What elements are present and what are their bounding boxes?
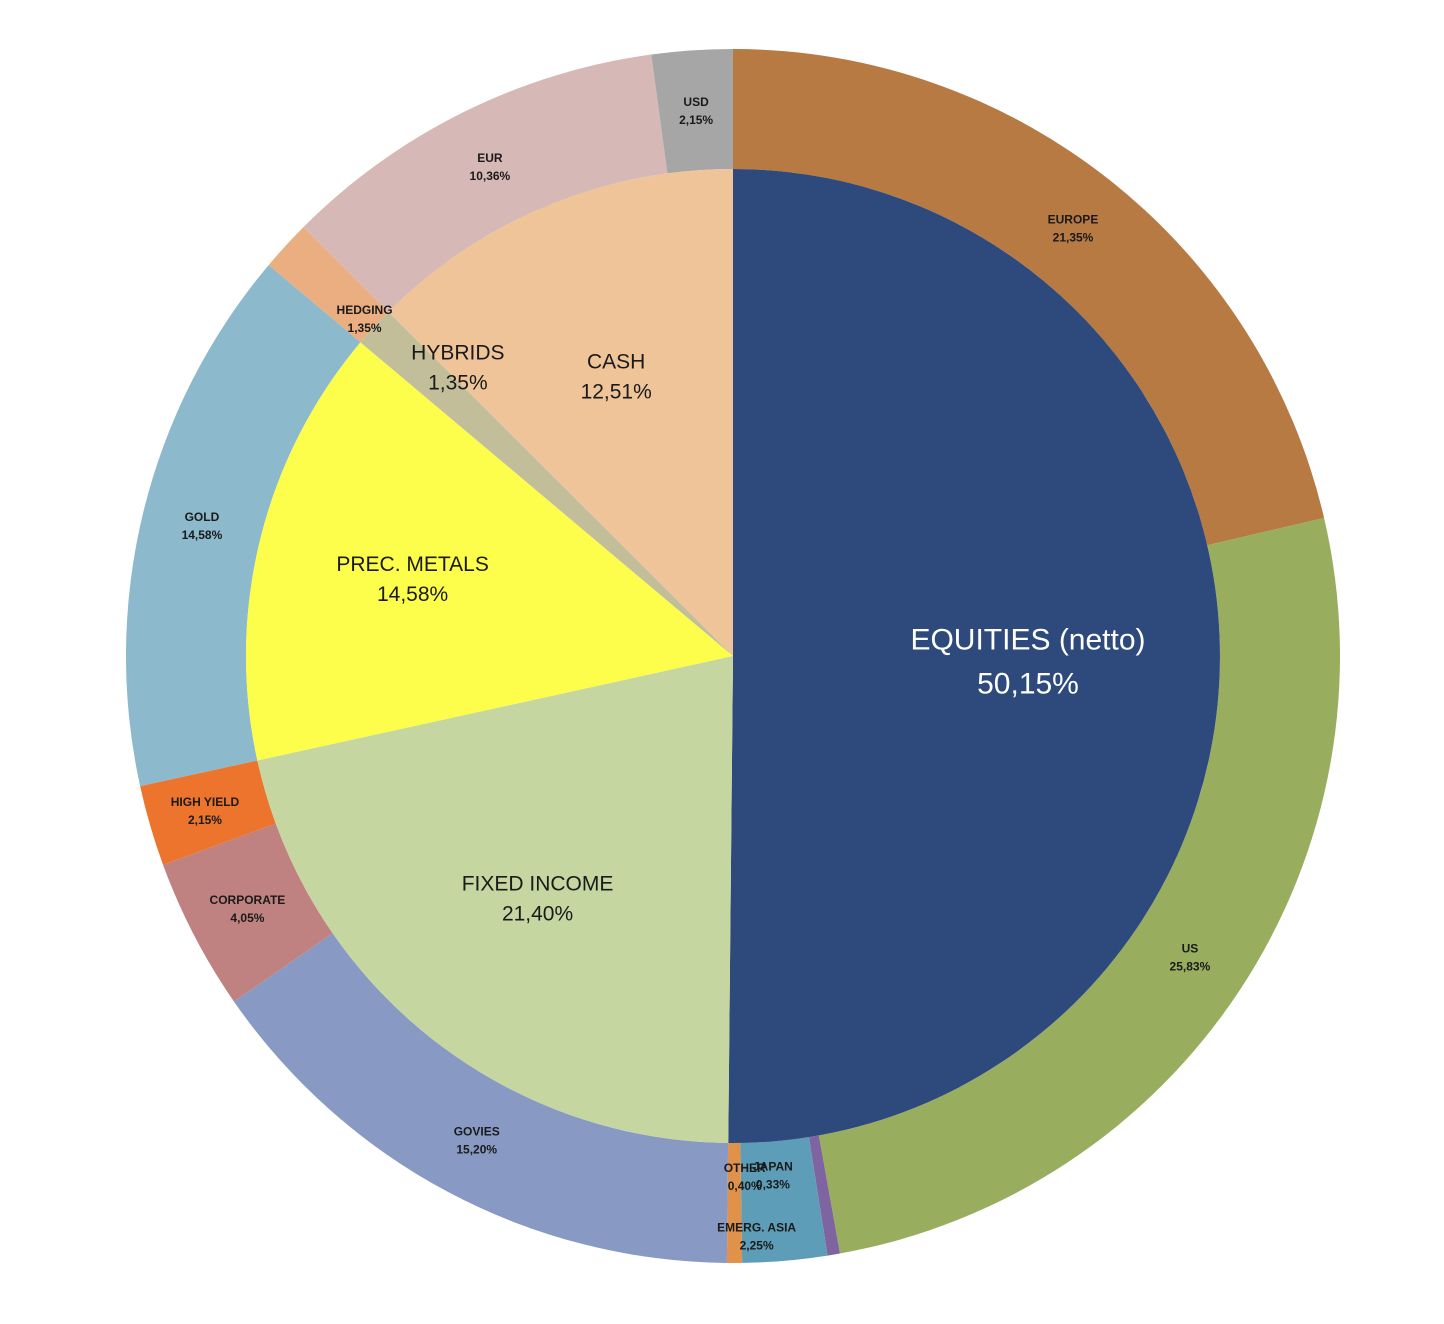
inner-label-prec-metals: PREC. METALS bbox=[336, 553, 488, 576]
outer-slice-hedging bbox=[268, 227, 389, 343]
outer-slice-usd bbox=[651, 49, 733, 174]
outer-label-high-yield: HIGH YIELD bbox=[171, 795, 240, 809]
inner-value-cash: 12,51% bbox=[581, 380, 652, 403]
inner-label-equities-netto: EQUITIES (netto) bbox=[910, 623, 1145, 656]
outer-slice-us bbox=[818, 518, 1340, 1254]
outer-value-gold: 14,58% bbox=[182, 528, 223, 542]
outer-label-emerg-asia: EMERG. ASIA bbox=[717, 1221, 796, 1235]
outer-value-us: 25,83% bbox=[1170, 960, 1211, 974]
inner-value-equities-netto: 50,15% bbox=[977, 667, 1079, 700]
outer-label-eur: EUR bbox=[477, 151, 503, 165]
inner-label-hybrids: HYBRIDS bbox=[411, 342, 504, 365]
outer-value-other: 0,40% bbox=[728, 1179, 762, 1193]
inner-slice-equities-netto bbox=[728, 169, 1220, 1143]
outer-label-other: OTHER bbox=[724, 1161, 766, 1175]
outer-slice-gold bbox=[125, 264, 361, 787]
outer-slice-emerg-asia bbox=[740, 1137, 828, 1263]
inner-value-hybrids: 1,35% bbox=[428, 372, 488, 395]
outer-value-eur: 10,36% bbox=[470, 169, 511, 183]
outer-label-govies: GOVIES bbox=[454, 1124, 500, 1138]
outer-value-govies: 15,20% bbox=[456, 1142, 497, 1156]
outer-slice-other bbox=[726, 1142, 743, 1263]
inner-slice-hybrids bbox=[360, 311, 733, 656]
outer-slice-japan bbox=[808, 1135, 840, 1256]
outer-value-high-yield: 2,15% bbox=[188, 813, 222, 827]
outer-label-hedging: HEDGING bbox=[337, 303, 393, 317]
outer-label-gold: GOLD bbox=[185, 510, 220, 524]
outer-label-us: US bbox=[1182, 942, 1199, 956]
inner-label-cash: CASH bbox=[587, 350, 645, 373]
outer-value-emerg-asia: 2,25% bbox=[740, 1239, 774, 1253]
outer-value-japan: 0,33% bbox=[756, 1177, 790, 1191]
inner-label-fixed-income: FIXED INCOME bbox=[462, 873, 614, 896]
inner-value-fixed-income: 21,40% bbox=[502, 903, 573, 926]
outer-value-europe: 21,35% bbox=[1053, 230, 1094, 244]
outer-slice-europe bbox=[733, 49, 1325, 546]
outer-slice-corporate bbox=[163, 823, 333, 1002]
outer-slice-high-yield bbox=[140, 760, 276, 865]
inner-slice-prec-metals bbox=[245, 342, 733, 761]
outer-label-japan: JAPAN bbox=[753, 1159, 793, 1173]
outer-slice-govies bbox=[233, 933, 729, 1263]
inner-slice-fixed-income bbox=[257, 656, 733, 1143]
outer-value-hedging: 1,35% bbox=[348, 321, 382, 335]
outer-slice-eur bbox=[303, 54, 668, 312]
outer-label-usd: USD bbox=[683, 95, 709, 109]
outer-value-corporate: 4,05% bbox=[230, 911, 264, 925]
outer-label-corporate: CORPORATE bbox=[210, 893, 286, 907]
inner-value-prec-metals: 14,58% bbox=[377, 583, 448, 606]
outer-label-europe: EUROPE bbox=[1048, 212, 1099, 226]
outer-value-usd: 2,15% bbox=[679, 113, 713, 127]
inner-slice-cash bbox=[388, 168, 733, 656]
